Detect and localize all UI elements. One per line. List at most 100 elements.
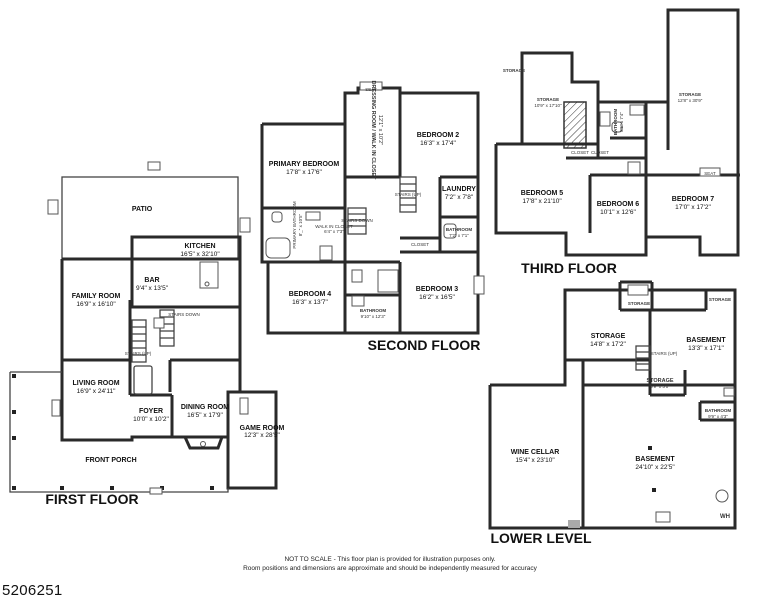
- bedroom4-dim: 16'3" x 13'7": [292, 299, 328, 306]
- kitchen-walls: [130, 235, 242, 309]
- storage-ll-b-dim: 5'9" x 5'0": [650, 384, 670, 389]
- front-porch-outline: [9, 372, 229, 493]
- closet-3f-b-label: CLOSET: [591, 150, 609, 155]
- bedroom5-dim: 17'8" x 21'10": [522, 198, 562, 205]
- closet-3f-a-label: CLOSET: [571, 150, 589, 155]
- lower-level-title: LOWER LEVEL: [490, 530, 592, 546]
- bedroom6-label: BEDROOM 6: [597, 201, 640, 208]
- foyer-label: FOYER: [139, 408, 163, 415]
- bedroom7-label: BEDROOM 7: [672, 196, 715, 203]
- disclaimer: NOT TO SCALE - This floor plan is provid…: [180, 555, 600, 573]
- wine-cellar-label: WINE CELLAR: [511, 449, 560, 456]
- dining-room-label: DINING ROOM: [181, 404, 229, 411]
- disclaimer-line-1: NOT TO SCALE - This floor plan is provid…: [284, 556, 496, 563]
- laundry-label: LAUNDRY: [442, 186, 476, 193]
- bathroom-2f-label: BATHROOM: [446, 227, 472, 232]
- bathroom-3f-rotated: BATHROOM 8'5" x 7'4": [613, 109, 624, 135]
- dressing-room-dim: 12'1" x 10'2": [377, 115, 383, 145]
- basement-a-dim: 13'3" x 17'1": [688, 345, 724, 352]
- bathroom-3f-label: BATHROOM: [613, 109, 618, 135]
- bedroom7-dim: 17'0" x 17'2": [675, 204, 711, 211]
- basement-b-label: BASEMENT: [635, 456, 675, 463]
- dressing-room-label: DRESSING ROOM / WALK IN CLOSET: [370, 80, 376, 180]
- second-floor-plan: [260, 81, 485, 335]
- basement-a-label: BASEMENT: [686, 337, 726, 344]
- disclaimer-line-2: Room positions and dimensions are approx…: [243, 565, 537, 572]
- storage-ll-a-label: STORAGE: [591, 333, 626, 340]
- storage-3f-b-dim: 12'8" x 30'9": [678, 98, 703, 103]
- chimney: [563, 101, 587, 149]
- stairs-down-2f-label: STAIRS DOWN: [341, 218, 372, 223]
- stairs-up-ll-label: STAIRS (UP): [651, 351, 678, 356]
- basement-b-dim: 24'10" x 22'5": [635, 464, 675, 471]
- bar-dim: 9'4" x 13'5": [136, 285, 169, 292]
- primary-bathroom-dim: 8'_" x 10'5": [298, 214, 303, 237]
- game-room-dim: 12'3" x 28'5": [244, 432, 280, 439]
- game-room-label: GAME ROOM: [240, 425, 285, 432]
- third-floor-walls: [494, 8, 740, 257]
- bathroom-2f-mid-label: BATHROOM: [360, 308, 386, 313]
- second-floor-title: SECOND FLOOR: [368, 337, 481, 353]
- seat-2f-label: SEAT: [365, 87, 377, 92]
- primary-bath-rotated: PRIMARY BATHROOM 8'_" x 10'5": [292, 201, 303, 249]
- third-floor-plan: [494, 8, 740, 257]
- wine-cellar-dim: 15'4" x 23'10": [515, 457, 555, 464]
- foyer-dim: 10'0" x 10'2": [133, 416, 169, 423]
- primary-bedroom-dim: 17'8" x 17'6": [286, 169, 322, 176]
- water-heater-label: WH: [720, 514, 730, 520]
- closet-2f-label: CLOSET: [411, 242, 429, 247]
- second-floor-labels: PRIMARY BEDROOM 17'8" x 17'6" DRESSING R…: [269, 80, 481, 353]
- bedroom2-label: BEDROOM 2: [417, 132, 460, 139]
- stairs-up-label-1f: STAIRS (UP): [125, 351, 152, 356]
- walk-in-closet-label: WALK IN CLOSET: [315, 224, 353, 229]
- lower-level-plan: [488, 280, 737, 530]
- bar-label: BAR: [144, 277, 159, 284]
- storage-ll-b-label: STORAGE: [646, 378, 673, 384]
- storage-3f-a-dim: 10'9" x 17'10": [534, 103, 562, 108]
- stairs-down-label-1f: STAIRS DOWN: [168, 312, 199, 317]
- seat-3f-label: SEAT: [704, 171, 716, 176]
- primary-bedroom-label: PRIMARY BEDROOM: [269, 161, 340, 168]
- family-room-dim: 16'9" x 16'10": [76, 301, 116, 308]
- storage-ll-a-dim: 14'8" x 17'2": [590, 341, 626, 348]
- first-floor-plan: [9, 161, 278, 495]
- storage-3f-b-label: STORAGE: [679, 92, 701, 97]
- patio-label: PATIO: [132, 206, 153, 213]
- bathroom-ll-label: BATHROOM: [705, 408, 731, 413]
- living-room-label: LIVING ROOM: [72, 380, 119, 387]
- first-floor-title: FIRST FLOOR: [45, 491, 138, 507]
- bedroom2-dim: 16'3" x 17'4": [420, 140, 456, 147]
- third-floor-labels: STORAGE STORAGE 10'9" x 17'10" STORAGE 1…: [503, 68, 716, 276]
- dressing-room-rotated: DRESSING ROOM / WALK IN CLOSET 12'1" x 1…: [370, 80, 383, 180]
- listing-id: 5206251: [2, 582, 63, 599]
- bathroom-2f-mid-dim: 9'10" x 12'3": [361, 314, 386, 319]
- family-room-label: FAMILY ROOM: [72, 293, 121, 300]
- first-floor-labels: PATIO KITCHEN 16'5" x 32'10" BAR 9'4" x …: [45, 206, 284, 507]
- bedroom4-label: BEDROOM 4: [289, 291, 332, 298]
- bedroom5-label: BEDROOM 5: [521, 190, 564, 197]
- primary-bathroom-label: PRIMARY BATHROOM: [292, 201, 297, 249]
- front-porch-label: FRONT PORCH: [85, 457, 136, 464]
- laundry-dim: 7'2" x 7'8": [445, 194, 474, 201]
- bathroom-2f-dim: 7'2" x 7'1": [449, 233, 469, 238]
- kitchen-dim: 16'5" x 32'10": [180, 251, 220, 258]
- dining-room-dim: 16'5" x 17'9": [187, 412, 223, 419]
- bathroom-3f-dim: 8'5" x 7'4": [619, 112, 624, 132]
- storage-3f-a-label: STORAGE: [537, 97, 559, 102]
- bathroom-ll-dim: 9'9" x 4'3": [708, 414, 728, 419]
- storage-3f-top-label: STORAGE: [503, 68, 525, 73]
- kitchen-label: KITCHEN: [184, 243, 215, 250]
- bedroom6-dim: 10'1" x 12'6": [600, 209, 636, 216]
- third-floor-title: THIRD FLOOR: [521, 260, 617, 276]
- lower-level-walls: [488, 288, 737, 530]
- bedroom3-label: BEDROOM 3: [416, 286, 459, 293]
- bedroom3-dim: 16'2" x 16'5": [419, 294, 455, 301]
- stairs-up-2f-label: STAIRS (UP): [395, 192, 422, 197]
- storage-ll-right-label: STORAGE: [709, 297, 731, 302]
- lower-level-labels: STORAGE STORAGE STORAGE 14'8" x 17'2" BA…: [490, 297, 731, 546]
- storage-ll-top-label: STORAGE: [628, 301, 650, 306]
- walk-in-closet-dim: 6'4" x 7'3": [324, 229, 344, 234]
- living-room-dim: 16'9" x 24'11": [77, 388, 116, 395]
- game-room-walls: [226, 390, 278, 490]
